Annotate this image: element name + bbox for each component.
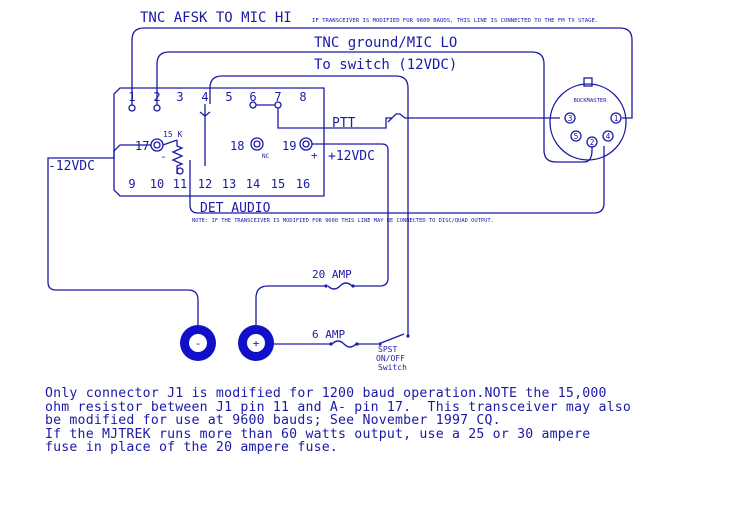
plus12-label: +12VDC (328, 149, 375, 164)
ptt-wire (277, 108, 560, 129)
fuse-6a-left (329, 342, 333, 346)
din-label: BUCKMASTER (573, 98, 607, 104)
pin-19-plus: + (311, 149, 318, 162)
pin-4-label: 4 (201, 90, 208, 104)
pin-1-contact (128, 104, 136, 112)
din-pin-4: 4 (606, 132, 611, 141)
pin-18-label: 18 (230, 139, 244, 153)
minus12-label: -12VDC (48, 159, 95, 174)
din-pin-5: 5 (574, 132, 579, 141)
ground-label: TNC ground/MIC LO (314, 35, 457, 51)
din-pin-1: 1 (614, 114, 619, 123)
fuse-20a (327, 282, 353, 290)
switch-label: To switch (12VDC) (314, 57, 457, 73)
afsk-wire (131, 27, 633, 119)
det-audio-wire (189, 146, 605, 214)
pin-12-label: 12 (198, 177, 212, 191)
pin-15-label: 15 (271, 177, 285, 191)
pin-10-label: 10 (150, 177, 164, 191)
connector-j1-body (113, 87, 325, 197)
pin-19-socket-inner (302, 140, 310, 148)
notes-block: Only connector J1 is modified for 1200 b… (45, 387, 725, 455)
terminal-negative: - (180, 325, 216, 361)
connector-bottom-pins: 9 10 11 12 13 14 15 16 (128, 177, 310, 191)
switch-contact-right (406, 334, 410, 338)
fuse-6a (331, 340, 357, 348)
pin-19-label: 19 (282, 139, 296, 153)
din-connector: BUCKMASTER 3 1 5 4 2 (549, 77, 627, 161)
note-line-5: fuse in place of the 20 ampere fuse. (45, 440, 339, 455)
pin-17-label: 17 (135, 139, 149, 153)
ground-wire (156, 51, 593, 163)
plus12-wire (312, 143, 389, 287)
pin-18-socket-inner (253, 140, 261, 148)
fuse-20a-right (351, 284, 355, 288)
note-line-4: If the MJTREK runs more than 60 watts ou… (45, 426, 591, 442)
det-audio-label: DET AUDIO (200, 201, 271, 216)
terminal-negative-sign: - (195, 337, 202, 350)
pin-18-nc: NC (262, 153, 270, 160)
afsk-note: IF TRANSCEIVER IS MODIFIED FOR 9600 BAUD… (312, 18, 598, 24)
terminal-positive: + (238, 325, 274, 361)
terminal-positive-sign: + (253, 337, 260, 350)
pin-7-label: 7 (274, 90, 281, 104)
pin-5-label: 5 (225, 90, 232, 104)
pin-9-label: 9 (128, 177, 135, 191)
note-line-3: be modified for use at 9600 bauds; See N… (45, 413, 501, 428)
pin-17-minus: - (160, 150, 167, 163)
afsk-label: TNC AFSK TO MIC HI (140, 10, 292, 26)
fuse20-label: 20 AMP (312, 268, 352, 281)
pin-6-label: 6 (249, 90, 256, 104)
spst-label: SPST (378, 345, 397, 354)
pin-4-stub (199, 104, 211, 117)
switch-word-label: Switch (378, 363, 407, 372)
pin-3-label: 3 (176, 90, 183, 104)
switch-contact-left (378, 342, 382, 346)
ptt-label: PTT (332, 116, 356, 131)
pin-14-label: 14 (246, 177, 260, 191)
det-note: NOTE: IF THE TRANSCEIVER IS MODIFIED FOR… (192, 218, 494, 224)
pin-8-label: 8 (299, 90, 306, 104)
spst-switch-arm (380, 333, 405, 344)
switch-wire (209, 75, 409, 336)
din-pin-2: 2 (590, 138, 595, 147)
onoff-label: ON/OFF (376, 354, 405, 363)
pin-2-contact (153, 104, 161, 112)
pin-16-label: 16 (296, 177, 310, 191)
resistor-label: 15 K (163, 130, 182, 139)
resistor-to-pin17-wire (162, 139, 178, 146)
pin-18-socket (250, 137, 264, 151)
pin-11-contact (176, 167, 184, 175)
note-line-1: Only connector J1 is modified for 1200 b… (45, 386, 607, 401)
fuse20-to-plus-wire (255, 285, 326, 325)
note-line-2: ohm resistor between J1 pin 11 and A- pi… (45, 399, 632, 415)
minus12-wire (47, 144, 199, 325)
din-pin-3: 3 (568, 114, 573, 123)
pin-17-socket-inner (153, 141, 161, 149)
resistor-15k (171, 140, 184, 174)
pin-11-label: 11 (173, 177, 187, 191)
fuse6-label: 6 AMP (312, 328, 345, 341)
pin-13-label: 13 (222, 177, 236, 191)
